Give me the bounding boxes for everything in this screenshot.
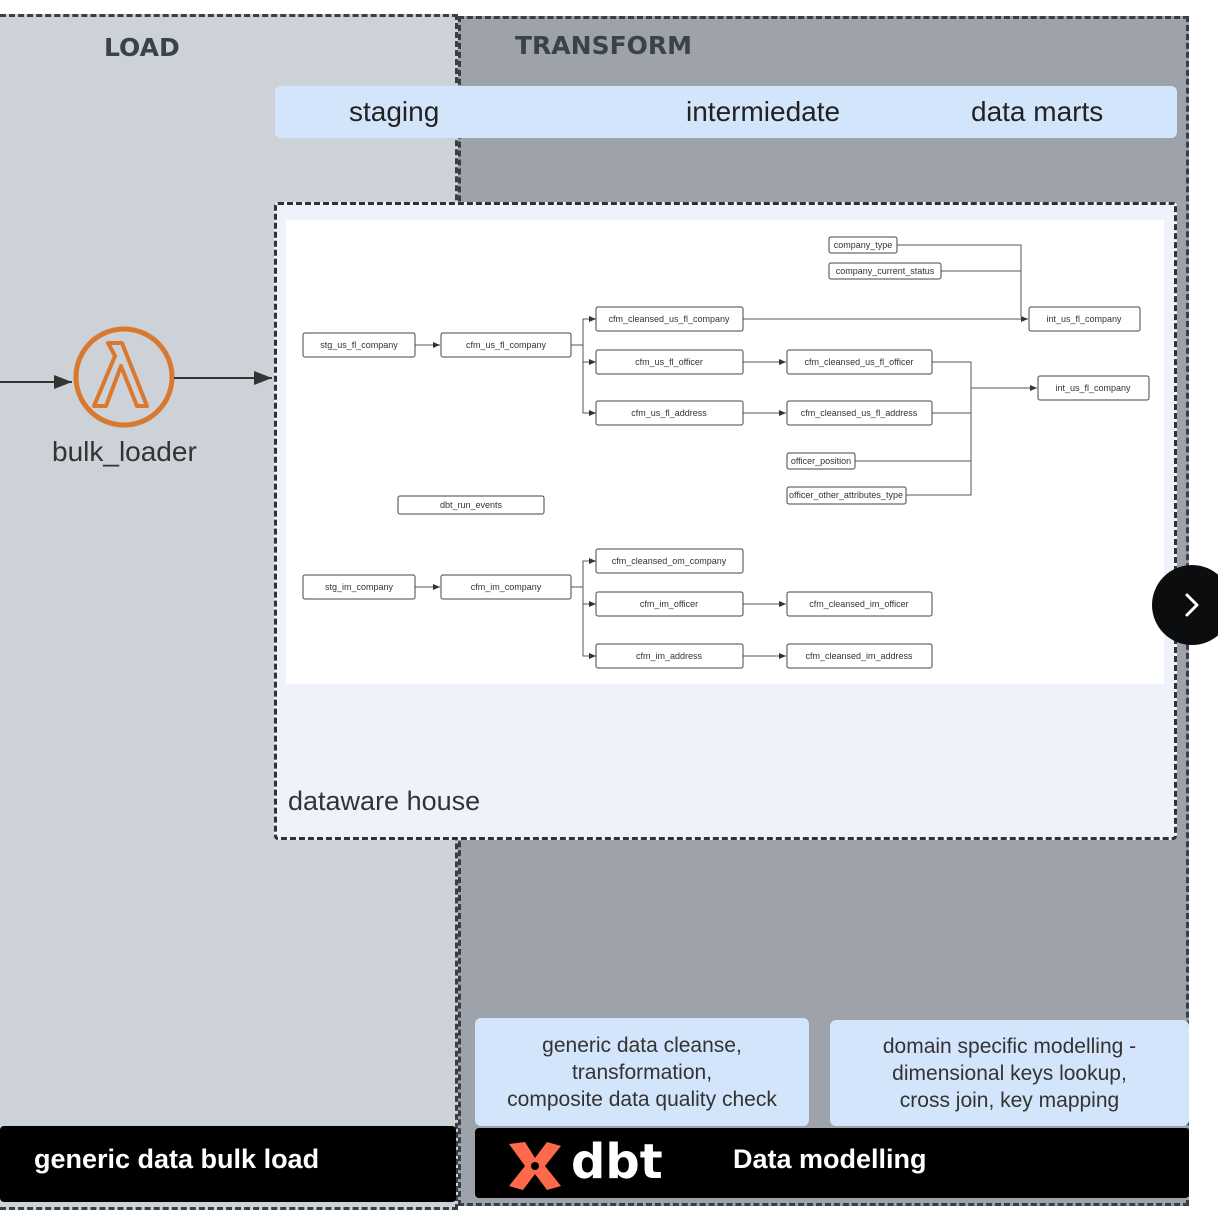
node-stg-im-company: stg_im_company [302, 574, 416, 600]
load-title: LOAD [104, 33, 180, 62]
node-cfm-us-fl-address: cfm_us_fl_address [595, 400, 744, 426]
chevron-right-icon [1185, 593, 1199, 617]
node-cfm-im-company: cfm_im_company [440, 574, 572, 600]
svg-text:cfm_im_address: cfm_im_address [636, 651, 703, 661]
layer-staging: staging [349, 96, 440, 127]
svg-text:cfm_us_fl_address: cfm_us_fl_address [631, 408, 707, 418]
svg-text:cfm_us_fl_company: cfm_us_fl_company [466, 340, 547, 350]
node-cfm-us-fl-company: cfm_us_fl_company [440, 332, 572, 358]
node-stg-us-fl-company: stg_us_fl_company [302, 332, 416, 358]
dbt-logo-icon [509, 1142, 561, 1190]
data-warehouse-label: dataware house [288, 786, 481, 816]
node-int-us-fl-company-mid: int_us_fl_company [1037, 375, 1150, 401]
svg-text:cfm_cleansed_im_officer: cfm_cleansed_im_officer [809, 599, 908, 609]
svg-text:dbt_run_events: dbt_run_events [440, 500, 503, 510]
svg-text:company_type: company_type [834, 240, 893, 250]
svg-text:int_us_fl_company: int_us_fl_company [1046, 314, 1122, 324]
svg-text:cfm_cleansed_im_address: cfm_cleansed_im_address [805, 651, 913, 661]
dbt-footer-bar: dbt Data modelling [475, 1128, 1189, 1198]
node-cfm-us-fl-officer: cfm_us_fl_officer [595, 349, 744, 375]
node-cfm-im-officer: cfm_im_officer [595, 591, 744, 617]
cleanse-note-text: generic data cleanse, transformation, co… [507, 1033, 777, 1111]
cleanse-note: generic data cleanse, transformation, co… [475, 1018, 809, 1126]
svg-text:cfm_im_officer: cfm_im_officer [640, 599, 698, 609]
svg-text:stg_us_fl_company: stg_us_fl_company [320, 340, 398, 350]
load-footer-label: generic data bulk load [34, 1144, 320, 1174]
lambda-icon [73, 326, 175, 428]
node-company-type: company_type [828, 236, 898, 254]
node-officer-position: officer_position [786, 452, 856, 470]
node-cfm-cleansed-im-officer: cfm_cleansed_im_officer [786, 591, 933, 617]
svg-text:cfm_cleansed_us_fl_address: cfm_cleansed_us_fl_address [801, 408, 918, 418]
dag-nodes: company_type company_current_status cfm_… [302, 236, 1150, 669]
dbt-logo-text: dbt [571, 1134, 663, 1190]
node-cfm-cleansed-us-fl-officer: cfm_cleansed_us_fl_officer [786, 349, 933, 375]
svg-text:cfm_im_company: cfm_im_company [471, 582, 542, 592]
next-slide-button[interactable] [1152, 565, 1218, 645]
layers-bar: staging intermiedate data marts [275, 86, 1177, 138]
node-cfm-cleansed-om-company: cfm_cleansed_om_company [595, 548, 744, 574]
svg-text:company_current_status: company_current_status [836, 266, 935, 276]
node-company-current-status: company_current_status [828, 262, 942, 280]
svg-text:cfm_cleansed_om_company: cfm_cleansed_om_company [612, 556, 727, 566]
node-cfm-im-address: cfm_im_address [595, 643, 744, 669]
load-footer-bar: generic data bulk load [0, 1126, 456, 1202]
svg-text:cfm_cleansed_us_fl_officer: cfm_cleansed_us_fl_officer [805, 357, 914, 367]
node-int-us-fl-company-top: int_us_fl_company [1028, 306, 1141, 332]
layer-data-marts: data marts [971, 96, 1104, 127]
bulk-loader-label: bulk_loader [52, 436, 197, 467]
svg-text:officer_other_attributes_type: officer_other_attributes_type [789, 490, 903, 500]
modelling-label: Data modelling [733, 1144, 927, 1174]
node-dbt-run-events: dbt_run_events [397, 495, 545, 515]
transform-title: TRANSFORM [515, 31, 693, 60]
svg-text:cfm_cleansed_us_fl_company: cfm_cleansed_us_fl_company [608, 314, 730, 324]
svg-text:stg_im_company: stg_im_company [325, 582, 394, 592]
dag-edges [415, 244, 1037, 659]
domain-note-text: domain specific modelling - dimensional … [882, 1034, 1137, 1112]
svg-text:officer_position: officer_position [791, 456, 851, 466]
node-officer-other-attributes-type: officer_other_attributes_type [786, 486, 907, 505]
node-cfm-cleansed-us-fl-company: cfm_cleansed_us_fl_company [595, 306, 744, 332]
node-cfm-cleansed-im-address: cfm_cleansed_im_address [786, 643, 933, 669]
layer-intermediate: intermiedate [686, 96, 841, 127]
svg-text:int_us_fl_company: int_us_fl_company [1055, 383, 1131, 393]
node-cfm-cleansed-us-fl-address: cfm_cleansed_us_fl_address [786, 400, 933, 426]
domain-note: domain specific modelling - dimensional … [830, 1020, 1189, 1126]
svg-text:cfm_us_fl_officer: cfm_us_fl_officer [635, 357, 703, 367]
